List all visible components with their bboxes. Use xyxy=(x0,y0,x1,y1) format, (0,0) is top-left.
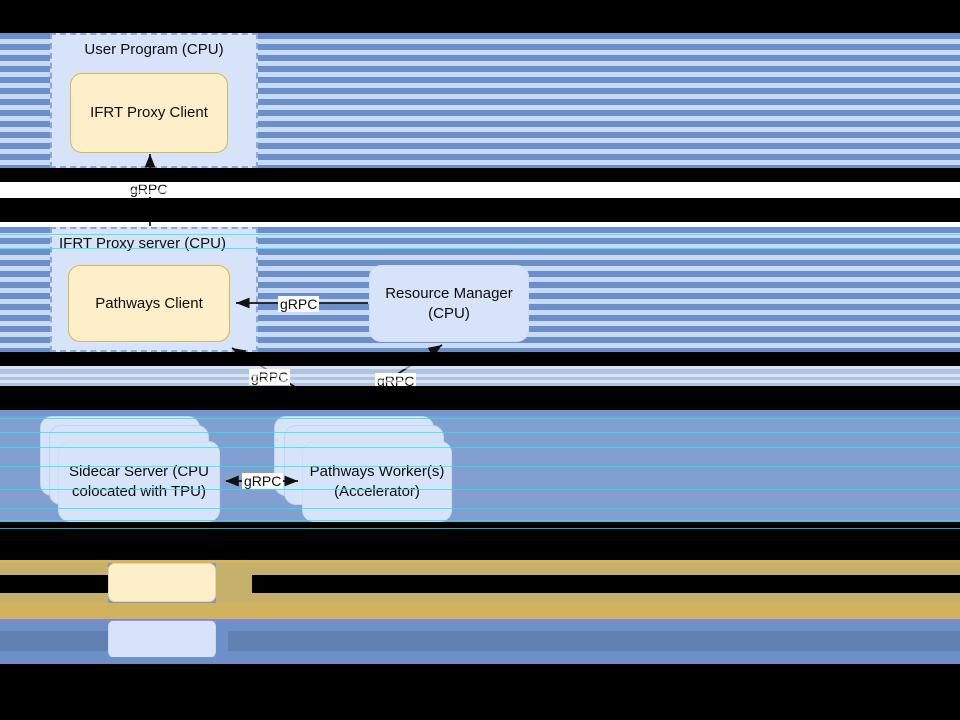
node-sidecar-server-line2: colocated with TPU) xyxy=(72,482,206,500)
legend-swatch-blue xyxy=(108,620,216,658)
legend-swatch-yellow xyxy=(108,563,216,602)
node-pathways-workers-line2: (Accelerator) xyxy=(334,482,420,500)
group-ifrt-proxy-server-label: IFRT Proxy server (CPU) xyxy=(59,235,226,252)
edge-label-client-to-server: gRPC xyxy=(128,181,170,197)
node-ifrt-proxy-client-label: IFRT Proxy Client xyxy=(90,104,208,122)
node-sidecar-server-line1: Sidecar Server (CPU xyxy=(68,463,210,481)
node-pathways-client-label: Pathways Client xyxy=(95,294,203,312)
edge-label-sidecar-to-pathways-client: gRPC xyxy=(249,369,291,385)
edge-label-workers-to-rm: gRPC xyxy=(375,373,417,389)
node-resource-manager-line2: (CPU) xyxy=(428,304,470,322)
node-pathways-client[interactable]: Pathways Client xyxy=(68,265,230,342)
group-user-program-label: User Program (CPU) xyxy=(84,41,224,58)
edge-label-sidecar-workers: gRPC xyxy=(242,473,284,489)
node-pathways-workers-line1: Pathways Worker(s) xyxy=(309,463,445,481)
edge-label-rm-to-pathways-client: gRPC xyxy=(278,296,320,312)
node-ifrt-proxy-client[interactable]: IFRT Proxy Client xyxy=(70,73,228,153)
node-resource-manager[interactable]: Resource Manager (CPU) xyxy=(369,265,529,342)
node-resource-manager-line1: Resource Manager xyxy=(385,285,513,303)
